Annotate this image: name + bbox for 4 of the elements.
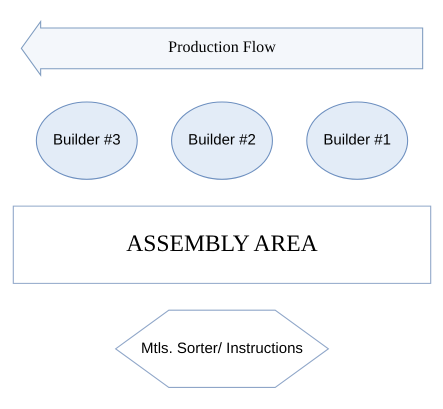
node-ellipse: Builder #3 xyxy=(35,101,138,180)
node-ellipse: Builder #1 xyxy=(306,101,408,180)
node-ellipse: Builder #2 xyxy=(170,101,272,180)
node-box: ASSEMBLY AREA xyxy=(12,206,431,284)
